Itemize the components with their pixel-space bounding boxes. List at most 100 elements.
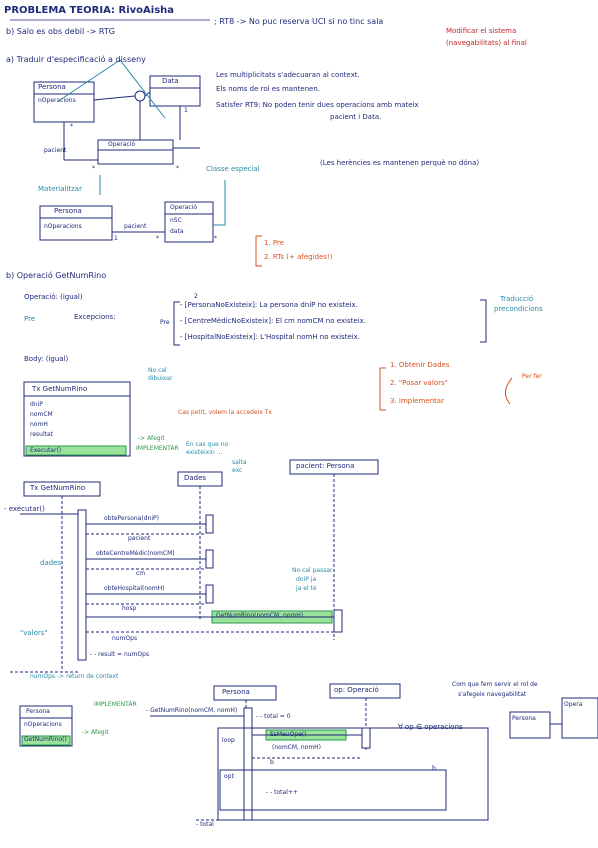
pacient-label: pacient [44,147,67,154]
seq1-dades-label: dades [40,559,62,567]
assoc-line-5 [93,95,136,101]
materialitzar-label: Materialitzar [38,185,82,193]
seq1-valors: "valors" [20,629,48,637]
seq1-orange-note: Cas petit, volem la accedeix Tx [178,409,272,416]
seq2-esmeu: EsMeuOpe() [270,731,307,738]
classe-especial-line [213,180,226,226]
data-class-title: Data [162,77,179,85]
exc-bracket-left [173,301,180,346]
tx-method: Executar() [30,447,62,454]
tx-attr-1: dniP [30,401,43,408]
seq2-loop-frame [217,727,489,821]
list-item-1: 1. Pre [264,239,285,247]
seq2-b-2: b [432,765,436,772]
seq2-activation [243,707,253,821]
seq2-total0: - - total = 0 [256,713,291,720]
assoc-line-6 [144,91,151,97]
persona-small-box [19,705,73,747]
exception-3: - [HospitalNoExisteix]: L'Hospital nomH … [180,333,361,341]
per-fer-arc [505,377,513,405]
seq2-call: - GetNumRino(nomCM, nomH) [146,707,238,714]
persona-class-title: Persona [38,83,66,91]
seq1-act-2 [205,549,214,569]
tx-attr-3: nomH [30,421,48,428]
right-opera-title: Opera [564,701,583,708]
seq1-act-4 [333,609,343,633]
seq1-no-cal-1: No cal passar [292,567,333,574]
operacio-igual: Operació: (igual) [24,293,83,301]
persona-small-attr: nOperacions [24,721,62,728]
step-1: 1. Obtenir Dades [390,361,450,369]
persona-class-box-2 [39,205,113,241]
tx-class-title: Tx GetNumRino [32,385,88,393]
persona-small-implementar: IMPLEMENTAR [94,701,137,708]
seq1-teal-note-4: exc [232,467,243,474]
seq1-dades-title: Dades [184,474,207,482]
traduccio-1: Traducció [500,295,534,303]
seq1-teal-note-3: salta [232,459,247,466]
tx-class-box [23,381,131,457]
tx-executar-highlight [25,445,127,456]
seq1-no-cal-2: dniP ja [296,576,317,583]
item-b-rt-text: ; RT8 -> No puc reserva UCI si no tinc s… [214,17,384,26]
page-title: PROBLEMA TEORIA: RivoAisha [4,5,175,16]
list-bracket [255,235,262,267]
body-igual: Body: (igual) [24,355,69,363]
traduccio-2: precondicions [494,305,543,313]
seq2-opt-label: opt [224,773,234,780]
pacient-label-2: pacient [124,223,147,230]
exception-2: - [CentreMèdicNoExisteix]: El cm nomCM n… [180,317,367,325]
mult-star-3: * [176,165,179,172]
tx-afegir: -> Afegit [138,435,165,442]
right-persona-title: Persona [512,715,536,722]
note-3: Satisfer RT9: No poden tenir dues operac… [216,101,419,109]
operacio-class-box [97,139,174,165]
pre-label: Pre [24,315,36,323]
attr-nsc: nSC [170,217,182,224]
seq1-m3: obteHospital(nomH) [104,585,165,592]
per-fer-label: Per fer [522,373,542,380]
seq2-total-inc: - - total++ [266,789,298,796]
seq1-act-3 [205,584,214,604]
mult-1b: 1 [114,235,118,242]
seq1-numops: numOps [112,635,138,642]
data-class-box [149,75,201,107]
right-persona-box [509,711,551,739]
step-3: 3. Implementar [390,397,444,405]
tx-attr-4: resultat [30,431,54,438]
seq1-executar: - executar() [4,505,45,513]
no-cal-2: dibuixar [148,375,173,382]
seq2-forall: ∀ op ∈ operacions [398,723,463,731]
mult-star-5: * [214,235,217,242]
note-4: pacient i Data. [330,113,382,121]
tx-implementar: IMPLEMENTAR [136,445,179,452]
seq2-op-title: op: Operació [334,686,379,694]
step-2: 2. "Posar valors" [390,379,448,387]
seq1-m4: GetNumRino(nomCM, nomH) [216,612,304,619]
seq2-loop-label: loop [222,737,235,744]
mult-1: 1 [184,107,188,114]
seq2-b-1: b [270,759,274,766]
seq1-r1: pacient [128,535,151,542]
seq1-r2: cm [136,570,146,577]
no-cal-1: No cal [148,367,167,374]
persona-class-attr-2: nOperacions [44,223,82,230]
seq1-tx-title: Tx GetNumRino [30,484,86,492]
operacio-class-box-2 [164,201,214,243]
mult-star-2: * [92,165,95,172]
circle-num: 2 [194,293,198,300]
seq2-esmeu-args: (nomCM, nomH) [272,744,322,751]
red-note-2: (navegabilitats) al final [446,39,527,47]
seq1-m1: obtePersona(dniP) [104,515,159,522]
note-5: (Les herències es mantenen perquè no dón… [320,159,480,167]
right-opera-box [561,697,598,739]
red-note-1: Modificar el sistema [446,27,517,35]
note-1: Les multiplicitats s'adecuaran al contex… [216,71,360,79]
persona-small-method: GetNumRino() [24,736,67,743]
operacio-class-title-2: Operació [170,204,198,211]
section-a-label: a) Traduir d'especificació a disseny [6,55,146,64]
mult-star-4: * [156,235,159,242]
persona-small-afegit: -> Afegit [82,729,109,736]
